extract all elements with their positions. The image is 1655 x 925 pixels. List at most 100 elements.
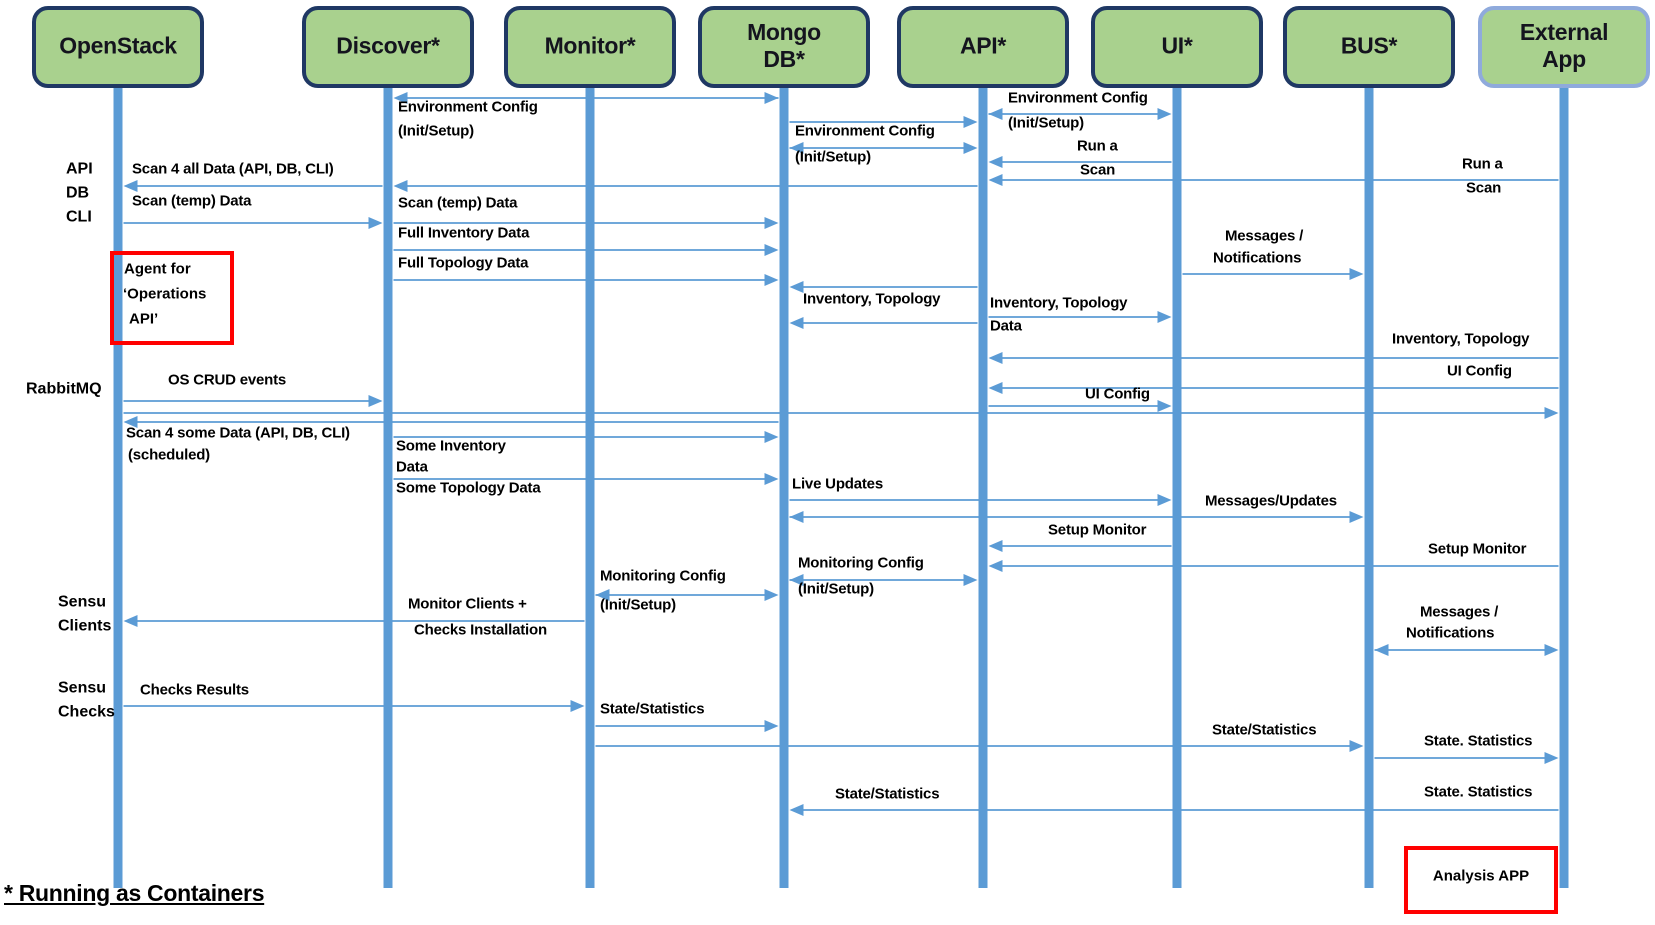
actor-box-bus (1283, 6, 1455, 88)
message-label-inventory-topology-ext-0: Inventory, Topology (1392, 330, 1530, 347)
message-arrowhead-scan-command (393, 180, 408, 192)
message-label-os-crud-events-0: OS CRUD events (168, 371, 286, 388)
message-arrowhead-state-statistics-ext-1 (1544, 752, 1559, 764)
actor-box-api (897, 6, 1069, 88)
message-arrowhead-scan-4-all-data (123, 180, 138, 192)
message-arrowhead-back-messages-updates (789, 511, 804, 523)
message-label-messages-updates-0: Messages/Updates (1205, 492, 1337, 509)
actor-label-monitor: Monitor* (545, 32, 636, 58)
message-arrowhead-scan-temp-data-os (368, 217, 383, 229)
message-arrowhead-state-statistics-db (764, 720, 779, 732)
actor-label-external: App (1542, 46, 1586, 72)
message-arrowhead-run-a-scan-external (988, 174, 1003, 186)
actor-label-openstack: OpenStack (59, 32, 177, 58)
message-label-messages-notifications-ext-0: Messages / (1420, 603, 1499, 620)
message-arrowhead-back-env-config-ui (988, 108, 1003, 120)
message-label-state-statistics-ext-2-0: State/Statistics (835, 785, 939, 802)
footnote-running-as-containers: * Running as Containers (4, 880, 265, 906)
note-box-analysis-app (1404, 846, 1558, 914)
message-label-state-statistics-ext-1-0: State. Statistics (1424, 732, 1532, 749)
message-label-run-a-scan-ui-0: Run a (1077, 137, 1119, 154)
side-label-openstack-interfaces-0: API (66, 160, 93, 177)
message-arrowhead-back-messages-notifications-ext (1374, 644, 1389, 656)
message-label-inventory-topology-data-0: Inventory, Topology (990, 294, 1128, 311)
message-label-scan-4-some-data-1: (scheduled) (128, 446, 210, 463)
message-arrowhead-setup-monitor-ext (988, 560, 1003, 572)
note-label-agent-operations-api-1: ‘Operations (123, 285, 206, 302)
message-arrowhead-env-config-discover (393, 92, 408, 104)
side-label-sensu-clients-1: Clients (58, 617, 111, 634)
note-label-agent-operations-api-0: Agent for (124, 260, 191, 277)
message-arrowhead-back-monitoring-config-api (789, 574, 804, 586)
message-label-env-config-api-2-0: (Init/Setup) (795, 148, 871, 165)
message-label-full-inventory-data-0: Full Inventory Data (398, 224, 530, 241)
actor-box-monitor (504, 6, 676, 88)
message-arrowhead-messages-notifications-ext (1544, 644, 1559, 656)
message-arrowhead-scan-temp-data-db (764, 217, 779, 229)
message-label-env-config-discover-0: Environment Config (398, 98, 538, 115)
message-label-some-inventory-data-0: Some Inventory (396, 437, 507, 454)
note-label-analysis-app-0: Analysis APP (1433, 867, 1529, 884)
message-arrowhead-env-config-api-2 (963, 142, 978, 154)
message-arrowhead-checks-results (570, 700, 585, 712)
message-label-inventory-topology-db-1-0: Inventory, Topology (803, 290, 941, 307)
message-label-monitor-clients-0: Monitor Clients + (408, 595, 527, 612)
message-arrowhead-some-topology-data (764, 473, 779, 485)
message-label-state-statistics-bus-0: State/Statistics (1212, 721, 1316, 738)
actor-label-mongodb: DB* (763, 46, 805, 72)
message-label-messages-notifications-ext-1: Notifications (1406, 624, 1494, 641)
message-label-setup-monitor-ui-0: Setup Monitor (1048, 521, 1147, 538)
message-label-monitoring-config-api-0: Monitoring Config (798, 554, 924, 571)
message-arrowhead-inventory-topology-data (1157, 311, 1172, 323)
message-arrowhead-ui-config-ext (988, 382, 1003, 394)
actor-box-external (1478, 6, 1650, 88)
message-label-env-config-ui-0: Environment Config (1008, 89, 1148, 106)
message-arrowhead-monitoring-config-api (963, 574, 978, 586)
message-arrowhead-env-config-api-1 (963, 116, 978, 128)
side-label-sensu-checks-1: Checks (58, 703, 115, 720)
message-label-env-config-discover-1: (Init/Setup) (398, 122, 474, 139)
message-label-scan-4-some-data-0: Scan 4 some Data (API, DB, CLI) (126, 424, 350, 441)
message-arrowhead-back-env-config-discover (764, 92, 779, 104)
message-arrowhead-messages-notifications-bus (1349, 268, 1364, 280)
message-label-scan-temp-data-os-0: Scan (temp) Data (132, 192, 252, 209)
message-label-env-config-ui-1: (Init/Setup) (1008, 114, 1084, 131)
message-label-ui-config-ui-0: UI Config (1085, 385, 1150, 402)
actor-box-mongodb (698, 6, 870, 88)
message-label-setup-monitor-ext-0: Setup Monitor (1428, 540, 1527, 557)
message-label-messages-notifications-bus-0: Messages / (1225, 227, 1304, 244)
message-arrowhead-state-statistics-ext-2 (789, 804, 804, 816)
side-label-sensu-checks-0: Sensu (58, 679, 106, 696)
message-arrowhead-full-inventory-data (764, 244, 779, 256)
message-arrowhead-inventory-topology-ext (988, 352, 1003, 364)
message-arrowhead-back-monitoring-config-mon (595, 589, 610, 601)
note-box-agent-operations-api (110, 251, 234, 345)
side-label-openstack-interfaces-1: DB (66, 184, 89, 201)
actor-label-discover: Discover* (336, 32, 440, 58)
message-label-state-statistics-db-0: State/Statistics (600, 700, 704, 717)
message-label-some-topology-data-0: Some Topology Data (396, 479, 541, 496)
message-label-live-updates-0: Live Updates (792, 475, 883, 492)
message-label-scan-4-all-data-0: Scan 4 all Data (API, DB, CLI) (132, 160, 334, 177)
message-arrowhead-ui-config-ui (1157, 400, 1172, 412)
message-label-monitor-clients-1: Checks Installation (414, 621, 547, 638)
message-arrowhead-monitoring-config-mon (764, 589, 779, 601)
message-label-checks-results-0: Checks Results (140, 681, 249, 698)
message-label-state-statistics-ext-2-1: State. Statistics (1424, 783, 1532, 800)
actor-box-ui (1091, 6, 1263, 88)
side-label-rabbitmq-0: RabbitMQ (26, 380, 102, 397)
actor-label-bus: BUS* (1341, 32, 1398, 58)
message-label-run-a-scan-external-1: Scan (1466, 179, 1501, 196)
message-arrowhead-some-inventory-data (764, 431, 779, 443)
message-arrowhead-setup-monitor-ui (988, 540, 1003, 552)
note-label-agent-operations-api-2: API’ (129, 310, 158, 327)
message-arrowhead-messages-updates (1349, 511, 1364, 523)
message-label-ui-config-ext-0: UI Config (1447, 362, 1512, 379)
message-arrowhead-os-crud-events (368, 395, 383, 407)
message-label-run-a-scan-external-0: Run a (1462, 155, 1504, 172)
message-arrowhead-run-a-scan-ui (988, 156, 1003, 168)
actor-box-discover (302, 6, 474, 88)
message-arrowhead-full-topology-data (764, 274, 779, 286)
